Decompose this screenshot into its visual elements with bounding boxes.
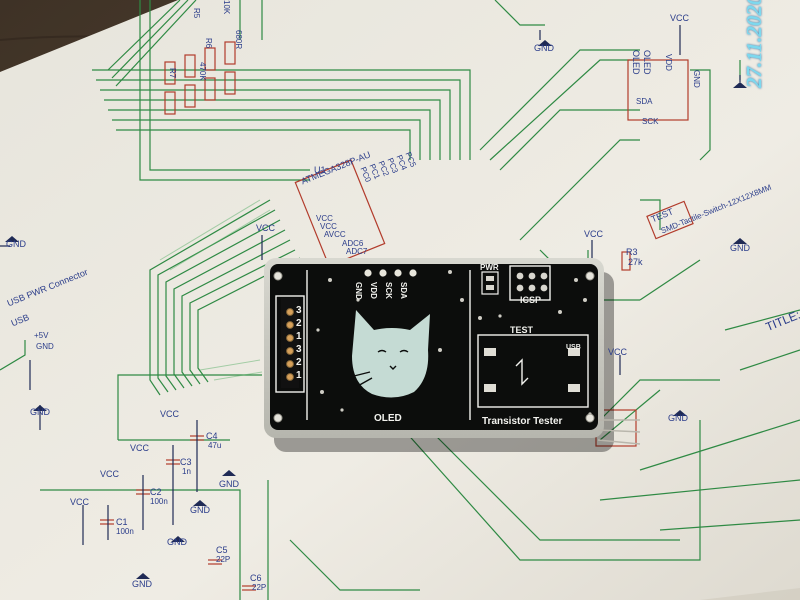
vcc-label-c1: VCC: [70, 497, 90, 507]
oled-part: OLED: [642, 50, 652, 75]
pcb-probe-header: [281, 298, 299, 388]
pcb-probe-number-1: 3: [296, 305, 302, 316]
gnd-label-right: GND: [668, 413, 688, 423]
oled-pin-gnd: GND: [692, 70, 701, 88]
pcb-footer-label: Transistor Tester: [482, 416, 563, 427]
oled-pin-sck: SCK: [642, 117, 659, 126]
vcc-label-c4: VCC: [160, 409, 180, 419]
r5-name: R5: [192, 8, 201, 19]
c2-name: C2: [150, 487, 162, 497]
pcb-oled-header-pads: [364, 269, 417, 277]
c3-name: C3: [180, 457, 192, 467]
pcb-oled-label: OLED: [374, 413, 402, 424]
gnd-label-usb: GND: [30, 407, 50, 417]
c5-value: 22P: [216, 555, 231, 564]
r5-value: 10K: [222, 0, 231, 15]
vcc-label-c2: VCC: [100, 469, 120, 479]
vcc-label-r3: VCC: [584, 229, 604, 239]
pcb-oled-pin-sck: SCK: [384, 282, 393, 299]
u1-pin-avcc: AVCC: [324, 230, 346, 239]
usb-pin-5v: +5V: [34, 331, 49, 340]
oled-name: OLED: [631, 50, 641, 75]
gnd-label-top: GND: [534, 43, 554, 53]
c2-value: 100n: [150, 497, 168, 506]
u1-pin-adc7: ADC7: [346, 247, 368, 256]
pcb-pwr-label: PWR: [480, 263, 499, 272]
pcb-probe-number-6: 1: [296, 370, 302, 381]
pcb-test-label: TEST: [510, 325, 534, 335]
r7-name: R7: [168, 68, 177, 79]
c1-value: 100n: [116, 527, 134, 536]
c6-name: C6: [250, 573, 262, 583]
c4-name: C4: [206, 431, 218, 441]
paper-shadow: [0, 588, 800, 600]
r3-name: R3: [626, 247, 638, 257]
r3-value: 27k: [628, 257, 643, 267]
vcc-label-oled: VCC: [670, 13, 690, 23]
gnd-label-c4: GND: [219, 479, 239, 489]
gnd-label-switch: GND: [730, 243, 750, 253]
usb-pin-gnd: GND: [36, 342, 54, 351]
date-stamp-text: 27.11.2020: [742, 0, 766, 88]
r7-value: 470K: [198, 62, 207, 81]
gnd-symbols: [5, 40, 747, 579]
u1-pin-vcc-2: VCC: [320, 222, 337, 231]
faint-green-traces: [159, 199, 271, 381]
pcb-probe-number-5: 2: [296, 357, 302, 368]
pcb-probe-number-4: 3: [296, 344, 302, 355]
c6-value: 22P: [252, 583, 267, 592]
pcb-icsp-label: ICSP: [520, 295, 542, 305]
pcb-probe-number-3: 1: [296, 331, 302, 342]
gnd-label-c3: GND: [190, 505, 210, 515]
pcb-pwr-jumper: [481, 271, 499, 295]
u1-pin-vcc-1: VCC: [316, 214, 333, 223]
cat-logo-details: [353, 349, 409, 388]
pcb-mounting-holes: [273, 271, 595, 423]
schematic-component-outlines: [100, 41, 694, 591]
u1-name: U1: [314, 165, 326, 175]
c3-value: 1n: [182, 467, 191, 476]
oled-pin-sda: SDA: [636, 97, 653, 106]
vcc-label-right: VCC: [608, 347, 628, 357]
pcb-probe-number-2: 2: [296, 318, 302, 329]
c4-value: 47u: [208, 441, 222, 450]
vcc-label-u1: VCC: [256, 223, 276, 233]
pcb-switch-pads: [484, 348, 580, 392]
c5-name: C5: [216, 545, 228, 555]
pcb-oled-pin-vdd: VDD: [369, 282, 378, 299]
pcb-silkscreen-lines: [275, 265, 589, 420]
usb-probe-leads: [597, 419, 641, 445]
r6-value: 680R: [234, 30, 243, 50]
oled-pin-vdd: VDD: [664, 54, 673, 71]
vcc-label-c3: VCC: [130, 443, 150, 453]
schematic-power-wires: [0, 25, 741, 545]
pcb-board: [270, 264, 598, 430]
pcb-oled-pin-sda: SDA: [399, 282, 408, 299]
pcb-oled-pin-gnd: GND: [354, 282, 363, 300]
gnd-label-left: GND: [6, 239, 26, 249]
r6-name: R6: [204, 38, 213, 49]
c1-name: C1: [116, 517, 128, 527]
u1-pin-adc6: ADC6: [342, 239, 364, 248]
gnd-label-c5: GND: [132, 579, 152, 589]
gnd-label-c2: GND: [167, 537, 187, 547]
pcb-usb-label: USB: [566, 344, 581, 351]
cat-logo: [352, 310, 430, 398]
pcb-icsp-pads: [516, 272, 548, 292]
